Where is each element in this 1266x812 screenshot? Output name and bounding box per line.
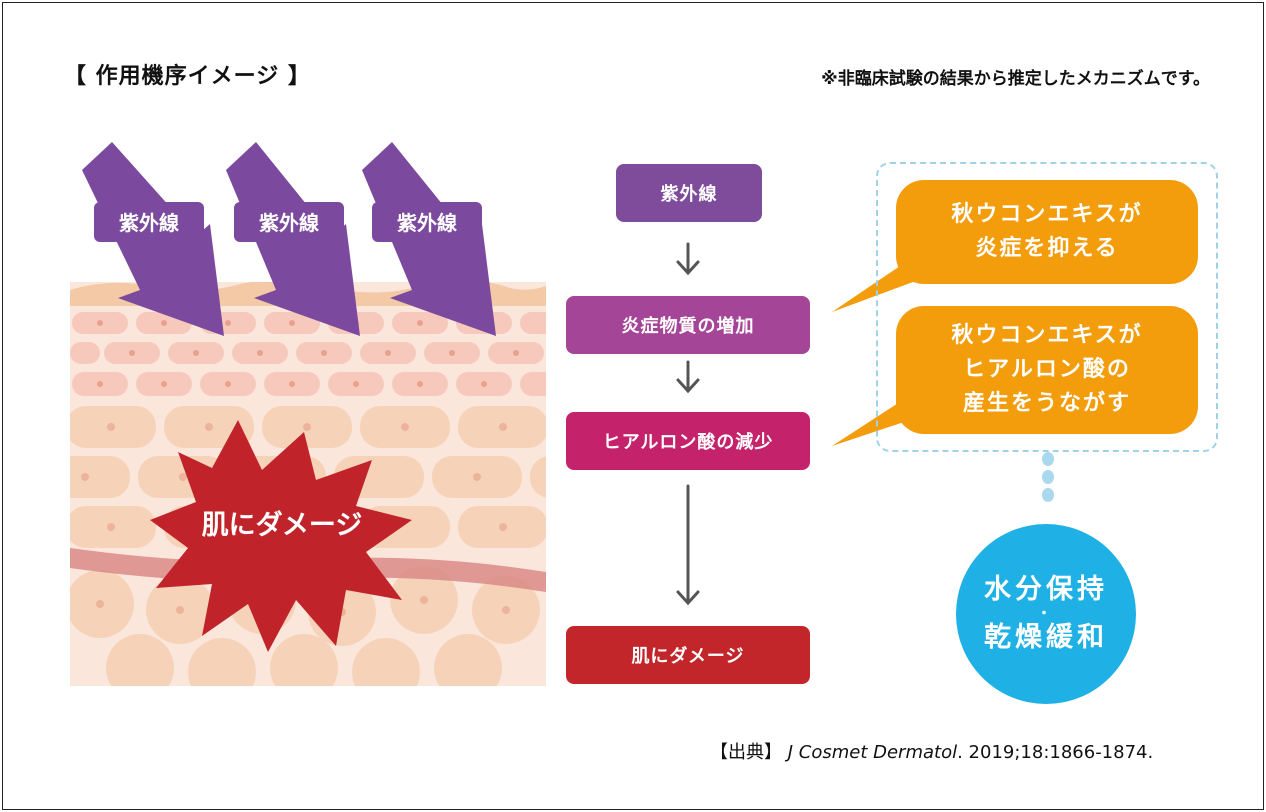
uv-label: 紫外線 — [119, 211, 179, 235]
citation-prefix: 【出典】 — [710, 742, 782, 763]
skin-illustration: 肌にダメージ 紫外線 紫外線 紫外線 — [70, 142, 546, 686]
result-separator: ・ — [1037, 606, 1055, 622]
result-line2: 乾燥緩和 — [984, 622, 1108, 653]
flow-step-uv: 紫外線 — [616, 164, 762, 222]
connector-dot — [1042, 452, 1054, 466]
flow-step-skin-damage: 肌にダメージ — [566, 626, 810, 684]
page-title: 【 作用機序イメージ 】 — [64, 64, 311, 89]
uv-label: 紫外線 — [259, 211, 319, 235]
flow-step-hyaluronic-decrease: ヒアルロン酸の減少 — [566, 412, 810, 470]
effect-bubble-hyaluronic-production: 秋ウコンエキスが ヒアルロン酸の 産生をうながす — [896, 306, 1198, 434]
citation: 【出典】 J Cosmet Dermatol. 2019;18:1866-187… — [710, 738, 1153, 764]
damage-label: 肌にダメージ — [202, 509, 363, 541]
damage-burst — [150, 420, 412, 652]
connector-dot — [1042, 488, 1054, 502]
result-circle: 水分保持 ・ 乾燥緩和 — [956, 524, 1136, 704]
disclaimer-note: ※非臨床試験の結果から推定したメカニズムです。 — [821, 69, 1210, 89]
result-line1: 水分保持 — [984, 574, 1108, 605]
citation-details: . 2019;18:1866-1874. — [957, 742, 1154, 763]
uv-label-boxes: 紫外線 紫外線 紫外線 — [94, 202, 482, 242]
effect-bubble-anti-inflammatory: 秋ウコンエキスが 炎症を抑える — [896, 180, 1198, 284]
uv-label: 紫外線 — [397, 211, 457, 235]
citation-journal: J Cosmet Dermatol — [787, 742, 958, 763]
extract-effects-group — [876, 162, 1218, 452]
flow-step-inflammation: 炎症物質の増加 — [566, 296, 810, 354]
connector-dot — [1042, 470, 1054, 484]
